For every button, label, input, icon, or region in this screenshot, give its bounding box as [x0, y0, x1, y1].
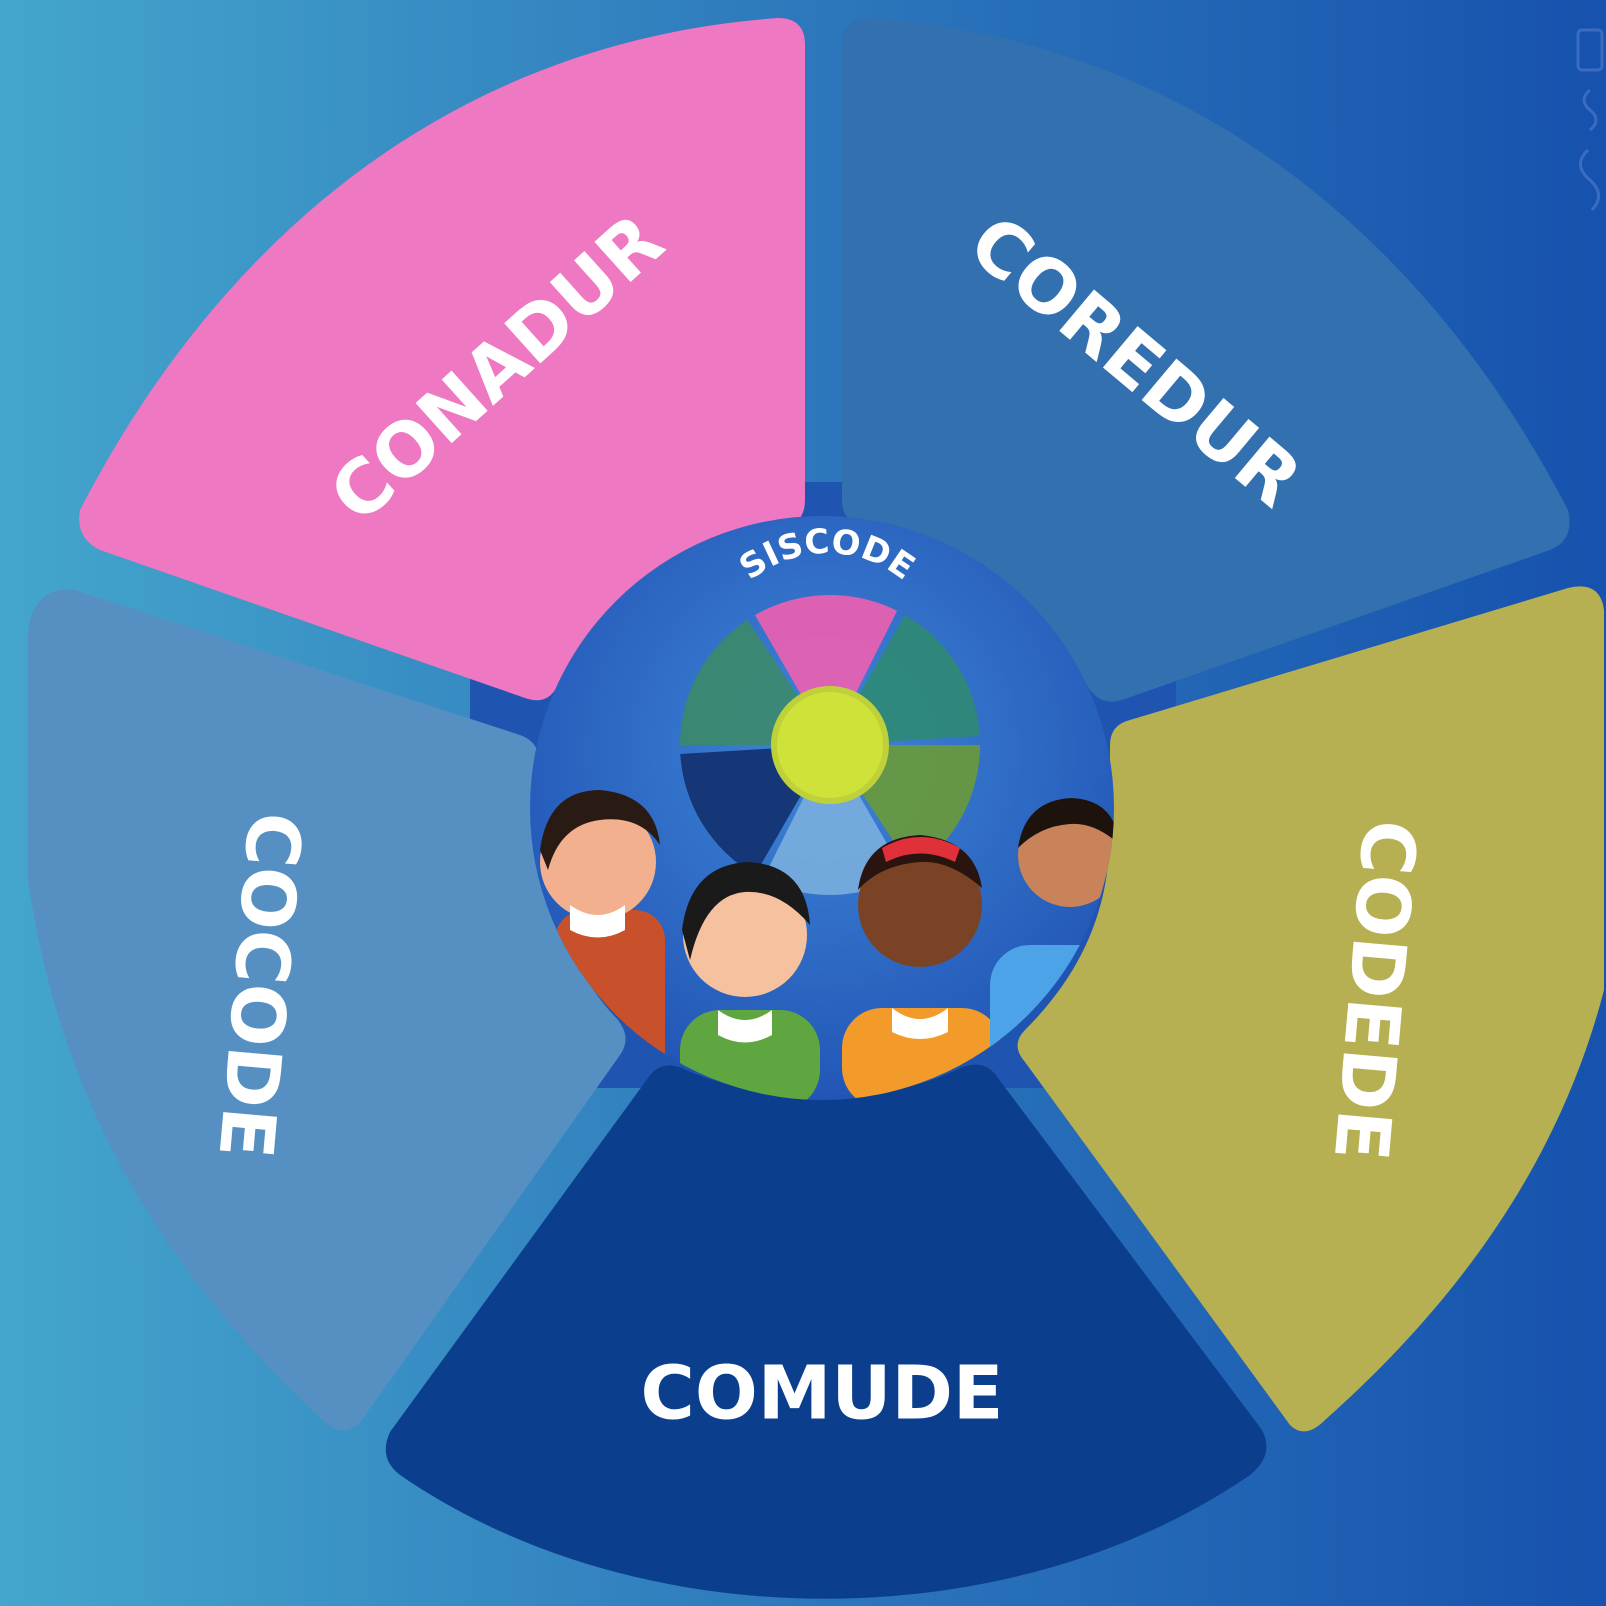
logo-wheel-slice [762, 745, 905, 895]
logo-wheel-center [771, 686, 889, 804]
logo-wheel-slice [755, 595, 898, 745]
segment-cocode[interactable] [28, 589, 626, 1431]
corner-ornament [1576, 28, 1604, 212]
segment-conadur[interactable] [79, 18, 805, 701]
segment-codede[interactable] [1017, 586, 1605, 1432]
segment-coredur[interactable] [842, 18, 1570, 702]
wheel-segments [28, 18, 1604, 1599]
label-comude: COMUDE [641, 1351, 1004, 1437]
segment-comude[interactable] [385, 1064, 1267, 1599]
